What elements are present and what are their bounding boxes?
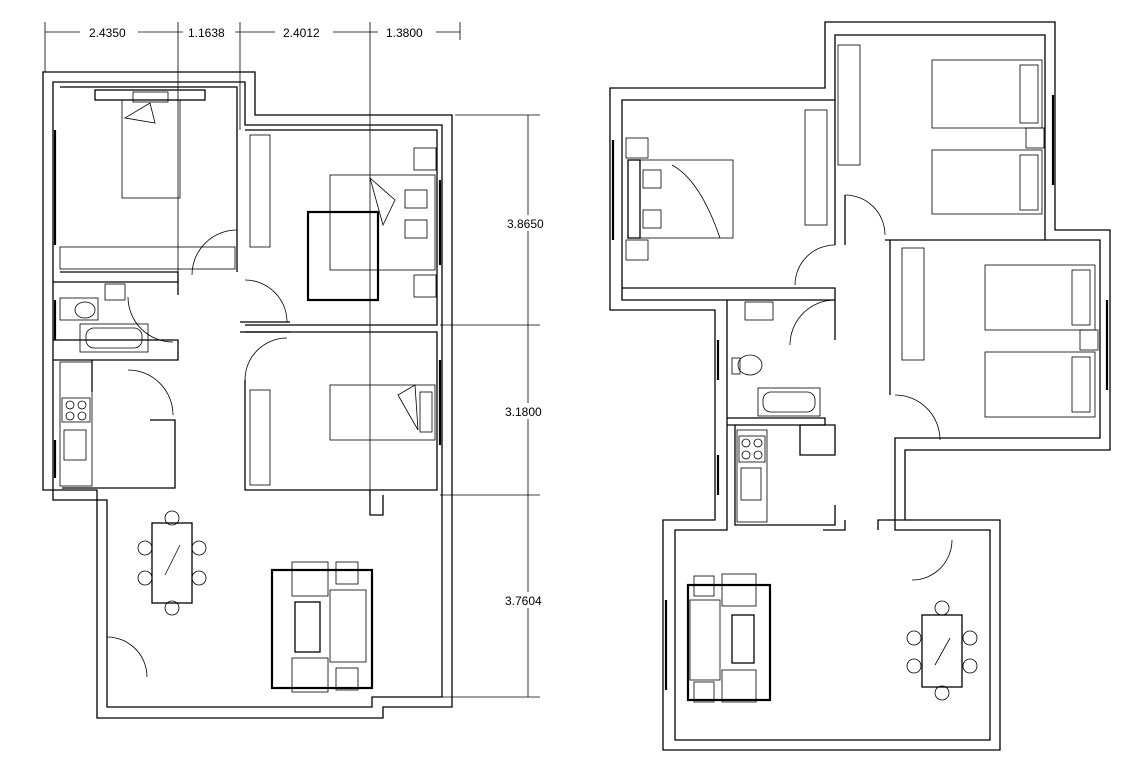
dining-table [921,614,963,688]
kitchen-fixtures [59,361,93,487]
rug [686,583,772,702]
kids-bedroom-1-furniture [837,44,1045,215]
dining-set [906,600,978,701]
wardrobe [249,389,271,486]
right-plan [609,21,1111,751]
armchair [721,669,757,703]
dining-table [151,522,193,604]
bed [627,159,734,239]
toilet [59,297,99,321]
side-table [335,667,359,691]
armchair [291,657,329,693]
kitchen-fixtures [736,429,768,523]
dimension-label: 3.7604 [505,594,542,608]
wardrobe [901,247,925,361]
kitchen-sink [740,467,762,501]
nightstand [625,137,649,159]
left-plan: 2.4350 1.1638 2.4012 1.3800 3.8650 3.180… [42,22,556,719]
counter [59,361,93,487]
stove [738,435,766,463]
coffee-table [731,614,755,664]
twin-bed [931,149,1043,215]
twin-bed [984,264,1096,331]
stove [61,397,91,423]
bedroom-2-furniture [249,134,437,302]
kitchen-sink [63,429,87,461]
bed [329,384,436,441]
headboard [94,89,206,101]
armchair [721,573,757,607]
bathtub [79,323,149,353]
rug [306,210,380,302]
nightstand [625,239,649,261]
sofa [689,599,721,681]
counter [736,429,768,523]
dimension-lines-right [383,114,556,698]
nightstand [413,274,437,298]
bathroom-fixtures [59,283,149,353]
sink [744,301,774,321]
twin-bed [984,351,1096,418]
sofa [329,589,367,663]
dimension-label: 1.3800 [386,26,423,40]
master-bedroom-furniture [625,109,828,261]
rug [270,568,374,690]
bedroom-1-furniture [59,89,236,270]
twin-bed [931,59,1043,129]
walls [609,21,1111,751]
coffee-table [294,601,321,653]
walls [42,71,453,719]
side-table [335,561,359,585]
doors [789,194,953,581]
dining-set [137,510,207,616]
bathroom-fixtures [731,301,821,417]
dimension-label: 2.4012 [283,26,320,40]
toilet [737,354,763,376]
wardrobe [837,44,861,166]
dimension-label: 1.1638 [188,26,225,40]
bed [121,99,181,199]
doors [106,229,288,678]
living-set [270,561,374,693]
dimension-label: 2.4350 [89,26,126,40]
nightstand [1079,329,1099,351]
dimension-label: 3.1800 [505,405,542,419]
nightstand [413,147,437,171]
bathtub [757,387,821,417]
living-set [686,573,772,703]
bed [329,174,436,271]
bedroom-3-furniture [249,384,436,486]
wardrobe [249,134,271,248]
dimension-lines-top [44,22,461,515]
armchair [291,561,329,597]
side-table [693,681,715,703]
dimension-label: 3.8650 [507,217,544,231]
side-table [693,575,715,597]
wardrobe [804,109,828,226]
kids-bedroom-2-furniture [901,247,1099,418]
wardrobe [59,246,236,270]
sink [104,283,126,301]
nightstand [1025,127,1045,149]
